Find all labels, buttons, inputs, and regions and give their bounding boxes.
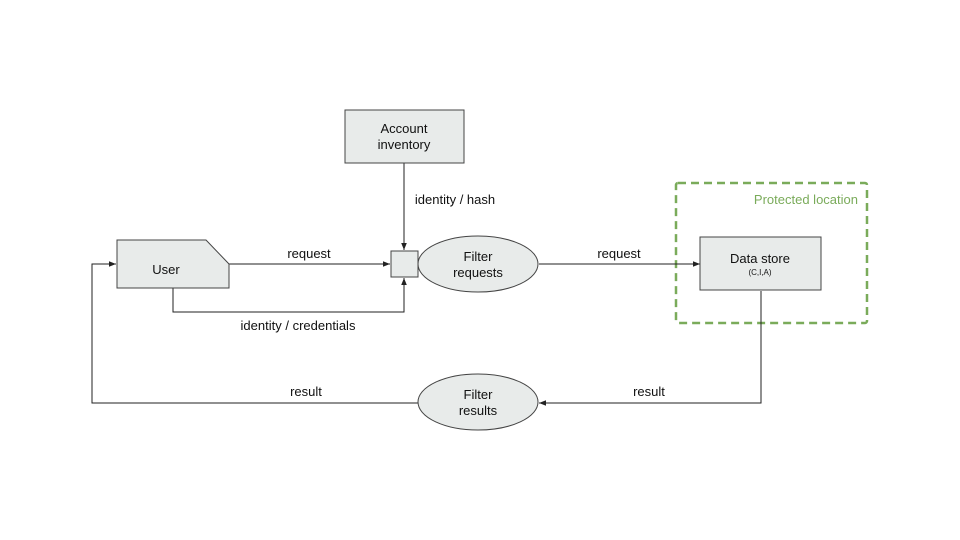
user-node: User xyxy=(116,239,230,289)
label-store-result: result xyxy=(633,384,665,399)
data-store-node: Data store (C,I,A) xyxy=(699,236,822,291)
edge-store-result xyxy=(539,291,762,406)
filter-results-label-line2: results xyxy=(459,403,498,418)
edge-labels: identity / hash request identity / crede… xyxy=(241,192,666,399)
account-inventory-label-line2: inventory xyxy=(378,137,431,152)
filter-results-node: Filter results xyxy=(417,373,539,431)
account-inventory-node: Account inventory xyxy=(344,109,465,164)
label-filter-request: request xyxy=(597,246,641,261)
protected-location-border xyxy=(674,181,869,325)
label-identity-credentials: identity / credentials xyxy=(241,318,356,333)
label-identity-hash: identity / hash xyxy=(415,192,495,207)
data-store-box xyxy=(699,236,822,291)
filter-results-label-line1: Filter xyxy=(464,387,494,402)
protected-location-zone: Protected location xyxy=(674,181,869,325)
junction-square xyxy=(390,250,419,278)
label-user-request: request xyxy=(287,246,331,261)
filter-results-ellipse xyxy=(417,373,539,431)
data-store-sublabel: (C,I,A) xyxy=(748,268,771,277)
connectors xyxy=(91,163,762,406)
edge-identity-credentials xyxy=(172,278,407,313)
filter-requests-label-line1: Filter xyxy=(464,249,494,264)
filter-requests-node: Filter requests xyxy=(417,235,539,293)
data-store-label: Data store xyxy=(730,251,790,266)
edge-user-result xyxy=(91,261,418,404)
account-inventory-box xyxy=(344,109,465,164)
user-label: User xyxy=(152,262,180,277)
user-shape xyxy=(116,239,230,289)
label-user-result: result xyxy=(290,384,322,399)
account-inventory-label-line1: Account xyxy=(381,121,428,136)
protected-location-label: Protected location xyxy=(754,192,858,207)
filter-requests-ellipse xyxy=(417,235,539,293)
filter-requests-label-line2: requests xyxy=(453,265,503,280)
